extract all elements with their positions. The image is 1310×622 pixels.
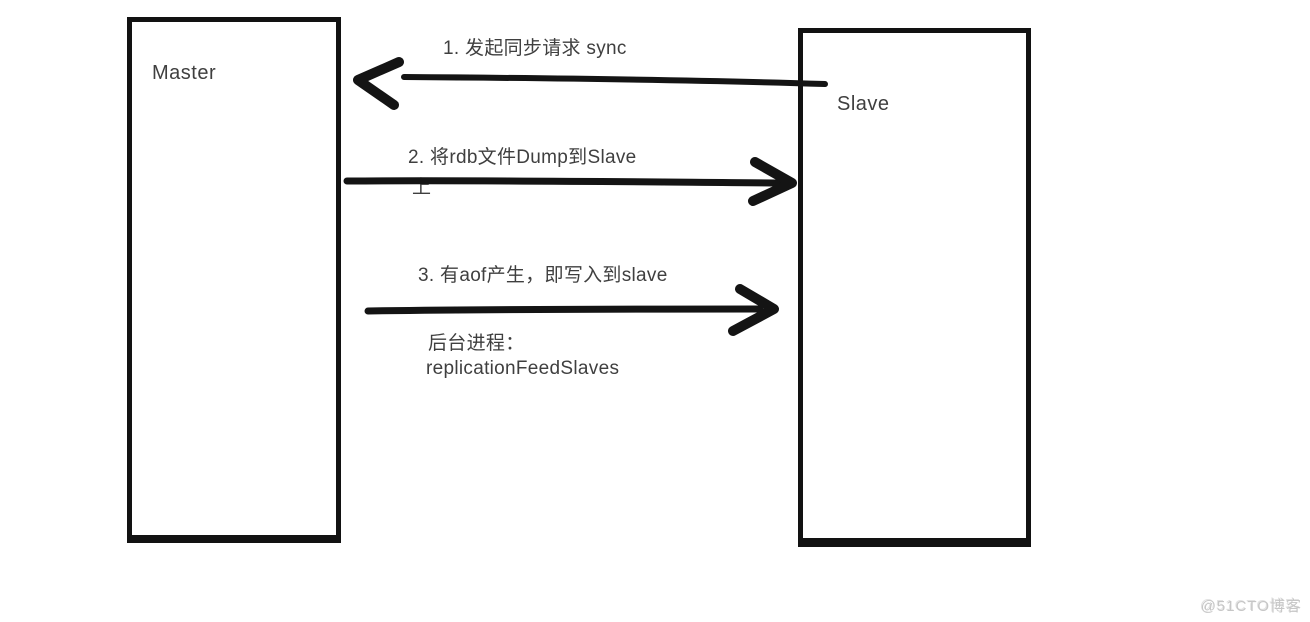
- sync-arrow-left: [353, 57, 828, 110]
- site-watermark: @51CTO博客: [1200, 598, 1302, 615]
- step1-sync-label: 1. 发起同步请求 sync: [443, 38, 627, 59]
- aof-arrow-right: [364, 284, 779, 336]
- slave-node-label: Slave: [837, 93, 890, 115]
- master-node-label: Master: [152, 62, 217, 84]
- master-node: Master: [127, 17, 341, 543]
- step3-background-process-label: 后台进程：: [428, 333, 525, 354]
- step3-aof-label: 3. 有aof产生，即写入到slave: [418, 265, 668, 286]
- step2-rdb-dump-label: 2. 将rdb文件Dump到Slave: [408, 147, 637, 168]
- step2-rdb-dump-label-wrap: 上: [412, 177, 432, 198]
- step3-function-name-label: replicationFeedSlaves: [426, 358, 620, 379]
- slave-node: Slave: [798, 28, 1031, 547]
